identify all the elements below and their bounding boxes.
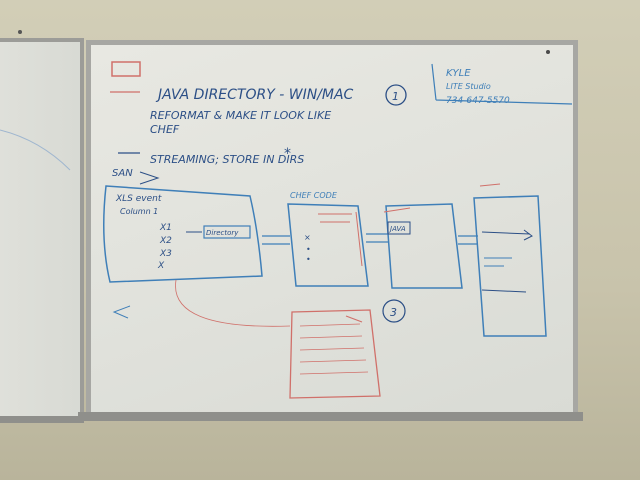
xls-row-3: X3 [159, 249, 172, 259]
java-block [385, 203, 463, 289]
java-tag: JAVA [388, 225, 406, 233]
red-curve [175, 279, 291, 327]
board-line-chef: CHEF [150, 123, 180, 136]
board-line-streaming: STREAMING; STORE IN DIRS [150, 153, 304, 166]
contact-name: KYLE [446, 68, 471, 79]
left-marker-tray [0, 416, 84, 423]
red-page-sketch [289, 309, 381, 399]
left-arrow [112, 305, 131, 319]
circle-number: 3 [390, 306, 397, 319]
chef-code-red-line [355, 211, 363, 267]
red-page-lines [299, 323, 369, 375]
chef-code-block [287, 203, 369, 287]
asterisk-mark: * [284, 146, 291, 162]
board-line-reformat: REFORMAT & MAKE IT LOOK LIKE [150, 109, 331, 122]
xls-row-2: X2 [159, 236, 172, 246]
header-red-mark [111, 61, 141, 77]
output-line-3 [481, 289, 527, 293]
chef-code-bullet-3: • [306, 255, 311, 264]
left-whiteboard [0, 38, 84, 422]
xls-event-block [103, 185, 263, 283]
directory-tag-box [203, 225, 251, 239]
circle-number-marker [382, 299, 406, 323]
output-block [473, 195, 547, 337]
xls-row-1: X1 [159, 223, 172, 233]
chef-code-bullet-1: × [304, 233, 311, 242]
output-block-red-mark [479, 183, 501, 187]
title-number: 1 [392, 90, 399, 103]
output-arrow [481, 229, 533, 241]
board-title: JAVA DIRECTORY - WIN/MAC [155, 87, 354, 103]
directory-tag: Directory [206, 229, 239, 237]
contact-sub: LITE Studio [446, 82, 491, 91]
xls-block-sub: Column 1 [120, 207, 158, 216]
contact-phone: 734-647-5570 [446, 96, 510, 106]
chef-code-label: CHEF CODE [290, 191, 338, 200]
san-label: SAN [112, 168, 133, 179]
contact-box-border [431, 63, 573, 105]
chef-code-bullet-2: • [306, 245, 311, 254]
xls-block-label: XLS event [115, 194, 162, 204]
san-arrow [139, 171, 160, 185]
wall-pin-right [546, 50, 550, 54]
wall-pin [18, 30, 22, 34]
red-page-mark [345, 315, 363, 323]
java-block-red-mark [383, 207, 411, 213]
xls-row-4: X [157, 261, 165, 271]
java-tag-box [387, 221, 411, 235]
left-board-scribble [0, 129, 71, 171]
marker-tray [78, 412, 583, 421]
chef-code-red-marks [318, 213, 352, 223]
title-number-circle [385, 84, 407, 106]
